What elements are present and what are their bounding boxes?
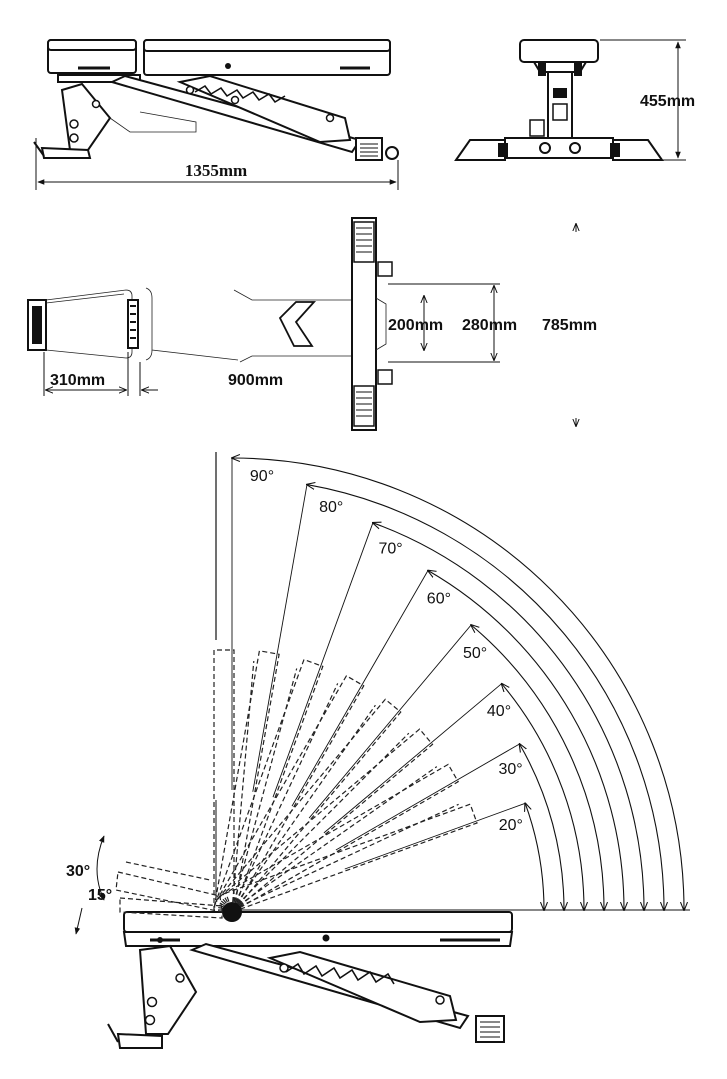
angle-arc-50 xyxy=(471,625,604,910)
front-left-foot xyxy=(454,139,506,161)
seat-angle-label-30: 30° xyxy=(66,863,90,880)
angle-leader-30 xyxy=(335,743,520,851)
angle-leader-20 xyxy=(344,802,526,870)
angle-label-20: 20° xyxy=(499,817,523,834)
side-front-leg xyxy=(60,82,112,151)
angle-arc-90 xyxy=(232,458,684,910)
backrest-ghost-line xyxy=(231,766,438,911)
angle-arc-30 xyxy=(520,744,565,910)
front-view: 455mm xyxy=(454,39,695,161)
angle-pivot xyxy=(222,902,242,922)
backrest-ghost-line xyxy=(231,683,339,911)
top-chevron-mark xyxy=(278,301,317,347)
backrest-ghost-line xyxy=(231,732,410,911)
angle-leader-40 xyxy=(323,683,502,834)
top-view: 200mm 280mm 785mm 310mm 900mm xyxy=(27,217,597,431)
side-ladder-plate xyxy=(176,74,352,144)
angle-bench-pad xyxy=(123,911,513,933)
top-hinge xyxy=(127,299,139,349)
angle-arc-40 xyxy=(502,684,584,910)
front-right-foot xyxy=(612,139,664,161)
angle-label-70: 70° xyxy=(378,541,402,558)
angle-label-40: 40° xyxy=(487,703,511,720)
front-height-label: 455mm xyxy=(640,93,695,110)
front-seat-pad xyxy=(519,39,599,63)
angle-label-30: 30° xyxy=(498,761,522,778)
side-wheel xyxy=(385,146,399,160)
backrest-ghost-line xyxy=(231,660,255,911)
backrest-ghost-80 xyxy=(213,650,280,911)
top-seat-length-label: 310mm xyxy=(50,372,105,389)
side-rear-foot xyxy=(355,137,383,161)
top-outer-width-label: 280mm xyxy=(462,317,517,334)
angle-label-80: 80° xyxy=(319,499,343,516)
backrest-ghost-40 xyxy=(219,728,434,913)
angle-leader-80 xyxy=(252,484,308,792)
backrest-ghost-20 xyxy=(225,803,478,913)
front-base-beam xyxy=(504,137,614,159)
angle-arcs: 20° 30° 40° 50° 60° 70° 80° 90° xyxy=(232,458,684,910)
backrest-ghost-30 xyxy=(222,763,460,913)
side-view: 1355mm xyxy=(33,39,399,190)
side-length-label: 1355mm xyxy=(185,161,247,180)
seat-angle-label-15: 15° xyxy=(88,887,112,904)
angle-label-60: 60° xyxy=(427,590,451,607)
backrest-ghost-line xyxy=(231,668,298,911)
angle-leader-50 xyxy=(308,624,472,819)
top-total-width-label: 785mm xyxy=(542,317,597,334)
top-back-length-label: 900mm xyxy=(228,372,283,389)
backrest-ghost-positions xyxy=(213,649,478,913)
backrest-ghost-line xyxy=(231,704,376,911)
backrest-ghost-50 xyxy=(217,698,402,913)
backrest-ghost-line xyxy=(231,803,459,911)
angle-label-50: 50° xyxy=(463,645,487,662)
angle-view: 20° 30° 40° 50° 60° 70° 80° 90° 30° xyxy=(66,452,690,1049)
angle-rear-foot xyxy=(475,1015,505,1043)
top-inner-width-label: 200mm xyxy=(388,317,443,334)
angle-label-90: 90° xyxy=(250,468,274,485)
backrest-ghost-60 xyxy=(215,674,365,912)
backrest-ghost-90 xyxy=(213,649,235,911)
angle-arc-20 xyxy=(525,803,544,910)
